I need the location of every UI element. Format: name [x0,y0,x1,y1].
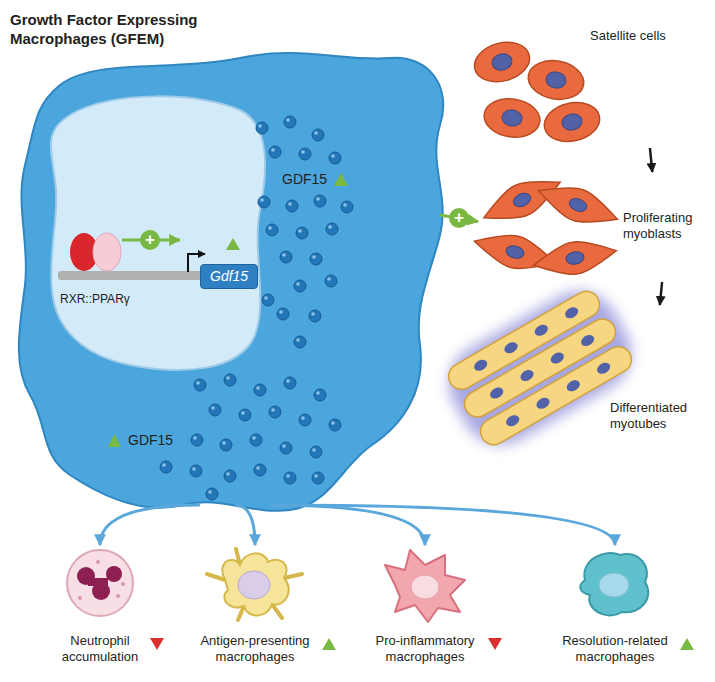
pro-inflammatory-drawing [385,550,465,622]
antigen-presenting-drawing [207,549,302,620]
connector-arrow [270,505,425,545]
cell-heading: Growth Factor Expressing Macrophages (GF… [10,10,250,48]
activation-sign: + [140,230,160,250]
connector-arrow [100,505,200,545]
satellite-cells-drawing [470,36,603,146]
cell-label: Resolution-related macrophages [550,633,680,665]
factor-label: GDF15 [128,432,173,448]
connector-arrow [280,505,615,545]
up-triangle [108,434,121,447]
gene-name: Gdf15 [210,268,248,285]
cell-label: Pro-inflammatory macrophages [350,633,500,665]
up-triangle [226,238,240,250]
myoblasts-drawing [470,168,623,281]
up-triangle [322,638,336,650]
cell-label: Satellite cells [590,28,706,44]
myotubes-drawing [444,287,636,450]
resolution-related-cell: Resolution-related macrophages [545,545,685,675]
satellite-cells: Satellite cells [470,20,708,148]
protein-label: RXR::PPARγ [60,291,130,307]
myoblasts: Proliferating myoblasts [478,172,711,282]
up-triangle [680,638,694,650]
up-triangle [334,173,348,186]
connector-arrow [235,505,255,545]
macrophage-body [19,53,443,511]
down-triangle [150,638,164,650]
ppar-protein [93,233,121,271]
connector-arrow [650,148,652,172]
gene-box: Gdf15 [200,264,258,289]
cell-label: Differentiated myotubes [610,400,705,432]
down-triangle [488,638,502,650]
connector-arrow [660,282,662,305]
neutrophil-cell: Neutrophil accumulation [30,545,170,675]
myotube-glow [434,277,645,459]
pro-inflammatory-cell: Pro-inflammatory macrophages [345,545,505,675]
cell-label: Proliferating myoblasts [623,210,708,242]
nucleus [51,96,265,370]
myotubes: Differentiated myotubes [445,305,708,445]
antigen-presenting-cell: Antigen-presenting macrophages [180,545,330,675]
factor-label: GDF15 [282,171,327,187]
gdf15-dots [160,116,353,500]
resolution-related-drawing [580,553,648,615]
cell-label: Neutrophil accumulation [35,633,165,665]
cell-label: Antigen-presenting macrophages [185,633,325,665]
edge-label: + [449,208,469,228]
neutrophil-drawing [67,550,133,616]
macrophage-cell: Growth Factor Expressing Macrophages (GF… [5,5,440,505]
